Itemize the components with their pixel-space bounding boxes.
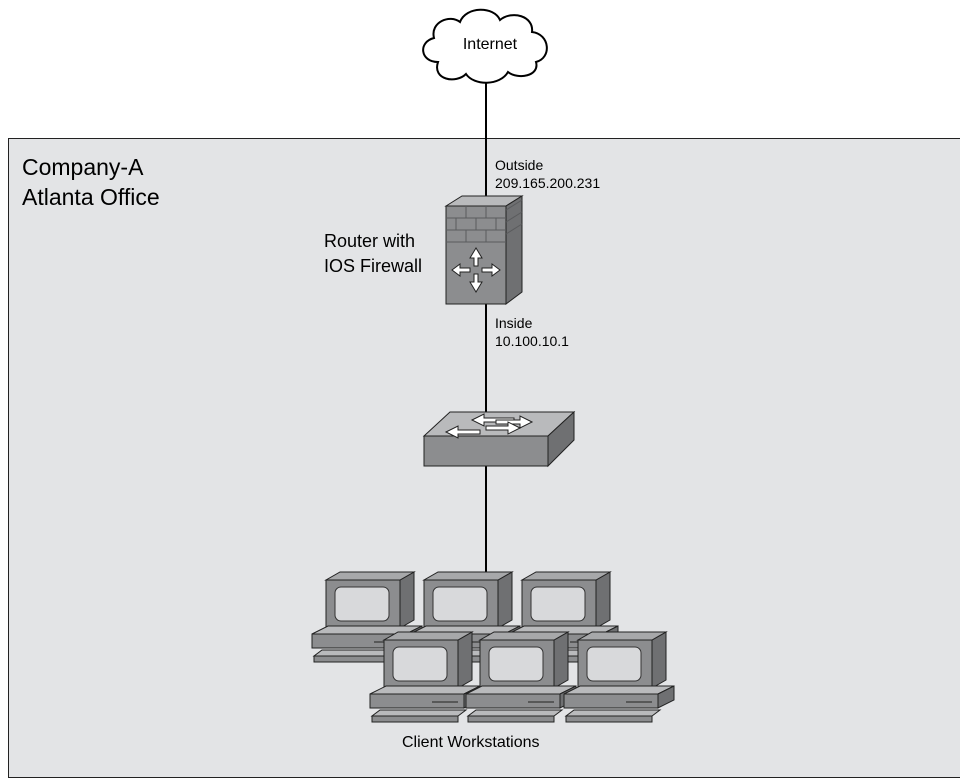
network-diagram xyxy=(311,8,675,723)
inside-interface-label: Inside 10.100.10.1 xyxy=(495,314,569,350)
cloud-icon xyxy=(422,8,548,84)
switch-icon xyxy=(422,410,576,468)
outside-label: Outside xyxy=(495,157,544,173)
router-label: Router with IOS Firewall xyxy=(324,229,422,279)
site-title: Company-A Atlanta Office xyxy=(22,152,160,212)
router-label-line1: Router with xyxy=(324,231,416,251)
outside-interface-label: Outside 209.165.200.231 xyxy=(495,156,600,192)
workstation-5 xyxy=(465,631,577,723)
internet-label: Internet xyxy=(462,36,518,53)
outside-ip: 209.165.200.231 xyxy=(495,175,601,191)
inside-label: Inside xyxy=(495,315,533,331)
workstation-4 xyxy=(369,631,481,723)
router-label-line2: IOS Firewall xyxy=(324,256,423,276)
site-title-line2: Atlanta Office xyxy=(22,184,160,210)
inside-ip: 10.100.10.1 xyxy=(495,333,569,349)
firewall-router-icon xyxy=(444,195,524,305)
clients-label: Client Workstations xyxy=(402,734,540,751)
site-title-line1: Company-A xyxy=(22,154,144,180)
workstation-6 xyxy=(563,631,675,723)
